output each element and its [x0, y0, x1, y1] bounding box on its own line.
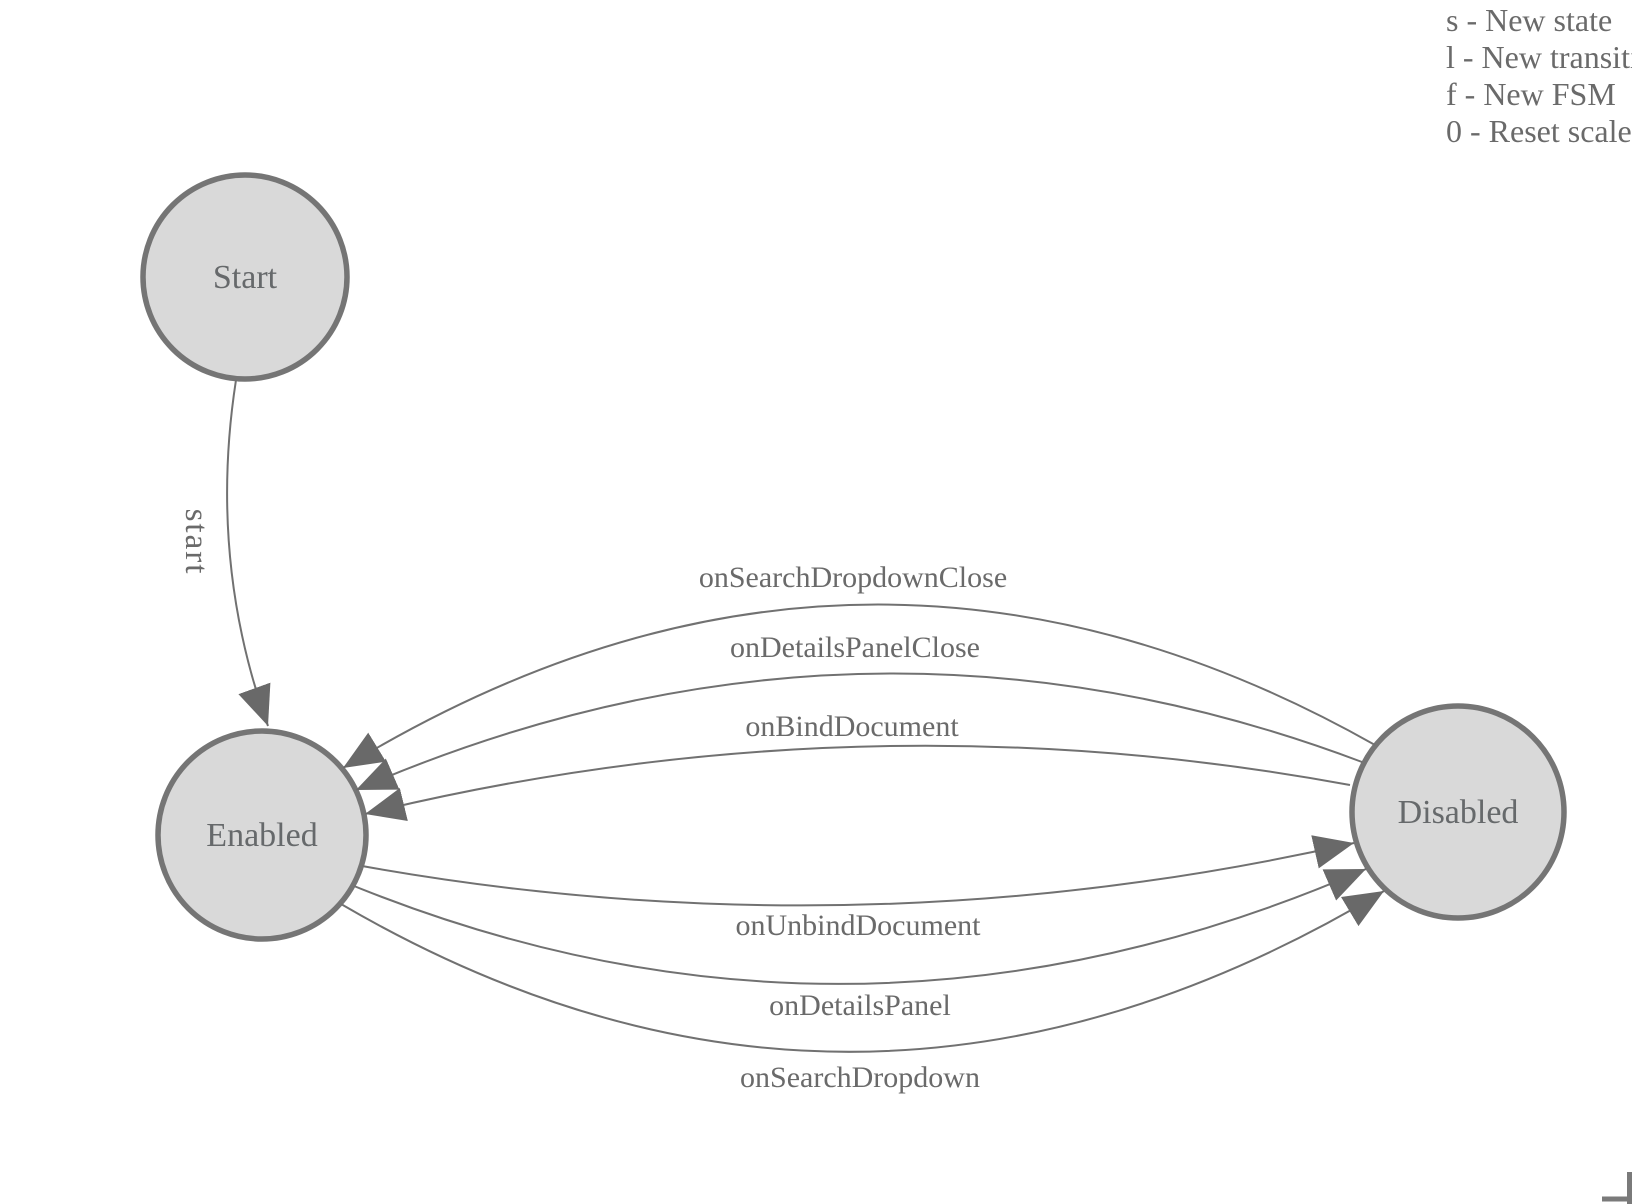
state-label-enabled: Enabled: [206, 817, 317, 854]
edge-label-onSearchDropdownClose[interactable]: onSearchDropdownClose: [699, 561, 1007, 594]
state-label-disabled: Disabled: [1398, 794, 1519, 831]
edge-onSearchDropdownClose[interactable]: [342, 603, 1376, 769]
state-node-disabled[interactable]: Disabled: [1349, 703, 1567, 921]
edge-onBindDocument[interactable]: [364, 744, 1351, 822]
edge-onDetailsPanel[interactable]: [353, 868, 1367, 985]
edge-onDetailsPanelClose[interactable]: [355, 672, 1363, 791]
edge-label-onDetailsPanelClose[interactable]: onDetailsPanelClose: [730, 631, 980, 664]
edge-start-to-enabled[interactable]: [226, 379, 271, 727]
legend-line-reset-scale: 0 - Reset scale: [1446, 113, 1632, 149]
shortcut-legend: s - New state l - New transition f - New…: [1446, 2, 1632, 150]
state-circle-disabled[interactable]: [1349, 703, 1567, 921]
edge-onSearchDropdown[interactable]: [340, 890, 1385, 1053]
edge-label-onBindDocument[interactable]: onBindDocument: [745, 710, 959, 743]
legend-line-new-state: s - New state: [1446, 2, 1613, 38]
state-label-start: Start: [213, 259, 278, 296]
state-circle-start[interactable]: [140, 172, 350, 382]
state-node-start[interactable]: Start: [140, 172, 350, 382]
legend-line-new-transition: l - New transition: [1446, 39, 1632, 75]
edge-onUnbindDocument[interactable]: [361, 835, 1355, 907]
canvas-corner-mark: [1602, 1172, 1632, 1204]
state-node-enabled[interactable]: Enabled: [155, 728, 369, 942]
legend-line-new-fsm: f - New FSM: [1446, 76, 1616, 112]
edge-label-start[interactable]: start: [178, 509, 214, 576]
edge-label-onSearchDropdown[interactable]: onSearchDropdown: [740, 1061, 980, 1094]
edge-label-onDetailsPanel[interactable]: onDetailsPanel: [769, 989, 951, 1022]
edge-label-onUnbindDocument[interactable]: onUnbindDocument: [736, 909, 982, 942]
state-circle-enabled[interactable]: [155, 728, 369, 942]
